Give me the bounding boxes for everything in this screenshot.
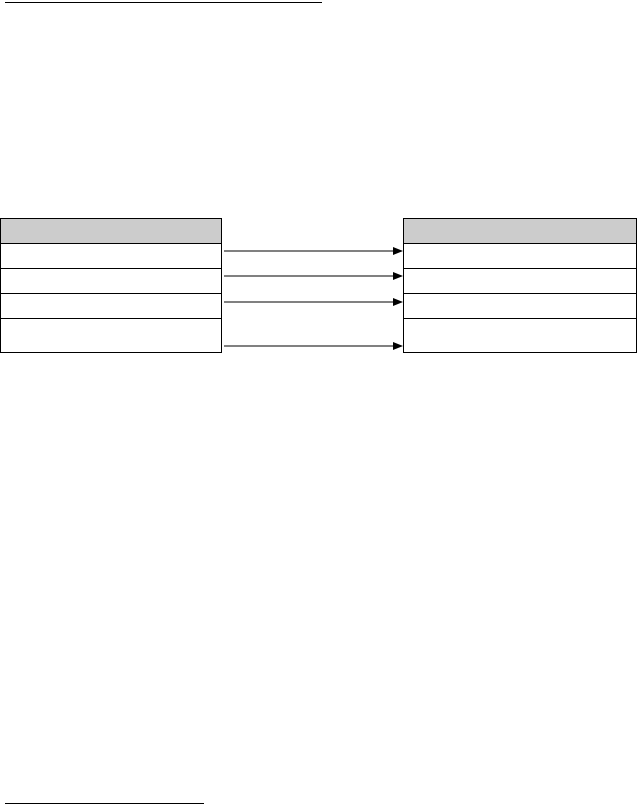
left-table-row-3 — [0, 293, 222, 319]
right-table — [403, 218, 637, 353]
right-table-row-3 — [403, 293, 637, 319]
right-table-row-4 — [403, 318, 637, 353]
left-table — [0, 218, 222, 353]
right-table-row-2 — [403, 268, 637, 294]
bottom-rule — [5, 803, 204, 804]
left-table-row-4 — [0, 318, 222, 353]
left-table-row-1 — [0, 243, 222, 269]
right-table-row-1 — [403, 243, 637, 269]
right-table-header — [403, 218, 637, 244]
top-rule — [5, 2, 322, 3]
left-table-row-2 — [0, 268, 222, 294]
left-table-header — [0, 218, 222, 244]
